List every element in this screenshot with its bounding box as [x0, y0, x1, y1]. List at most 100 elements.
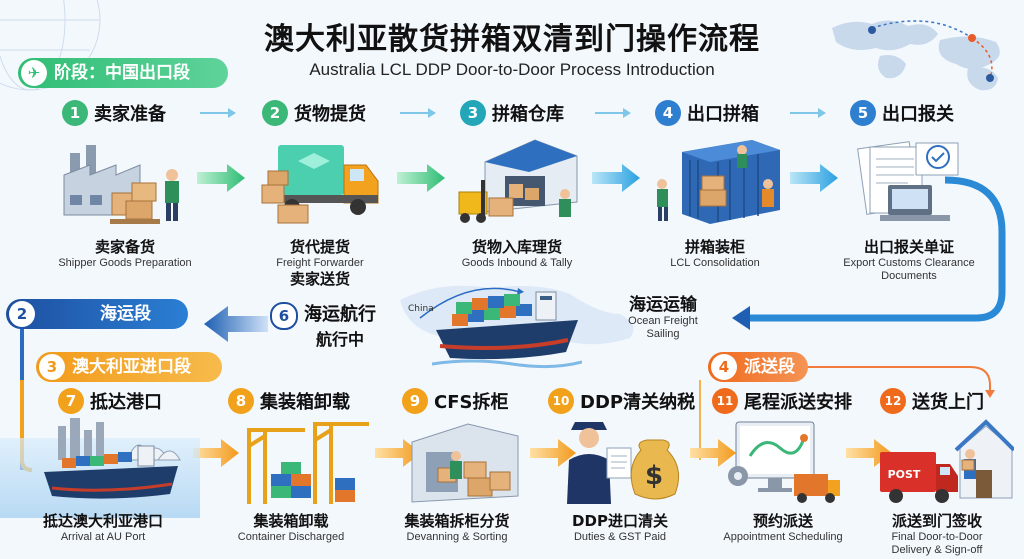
step-9-caption-cn: 集装箱拆柜分货	[404, 512, 510, 530]
customs-documents-icon	[857, 141, 959, 221]
map-label-china: China	[408, 304, 434, 314]
step-1-caption: 卖家备货 Shipper Goods Preparation	[40, 238, 210, 270]
phase-delivery-number: 4	[711, 354, 737, 380]
step-5-caption-en2: Documents	[881, 270, 937, 282]
step-9-header: 9 CFS拆柜	[402, 386, 508, 416]
step-6-label-2: 航行中	[316, 330, 365, 349]
step-5-caption-cn: 出口报关单证	[863, 238, 954, 256]
step-3-number: 3	[460, 100, 486, 126]
airplane-icon: ✈	[21, 60, 47, 86]
phase-delivery-pill: 4 派送段	[708, 352, 808, 382]
phase-import-number: 3	[39, 354, 65, 380]
phase-import-label: 澳大利亚进口段	[72, 357, 191, 377]
step-2-label: 货物提货	[294, 104, 366, 125]
step-4-label: 出口拼箱	[687, 104, 759, 125]
step-11-caption-en: Appointment Scheduling	[723, 531, 843, 543]
step-10-caption: DDP进口清关 Duties & GST Paid	[535, 512, 705, 544]
step-12-caption-en2: Delivery & Sign-off	[891, 544, 983, 556]
step-8-caption-cn: 集装箱卸载	[253, 512, 329, 530]
phase-ocean-pill: 2 海运段	[6, 299, 188, 329]
delivery-truck-icon: POST	[880, 419, 1014, 503]
step-1-label: 卖家准备	[94, 104, 166, 125]
step-3-caption-en: Goods Inbound & Tally	[461, 257, 573, 269]
step-10-number: 10	[548, 388, 574, 414]
container-crane-icon	[247, 422, 369, 504]
step-6-label: 海运航行	[304, 304, 376, 325]
step-7-caption-cn: 抵达澳大利亚港口	[42, 512, 163, 530]
step-9-caption: 集装箱拆柜分货 Devanning & Sorting	[372, 512, 542, 544]
step-10-caption-en: Duties & GST Paid	[573, 531, 667, 543]
step-7-number: 7	[58, 388, 84, 414]
step-1-number: 1	[62, 100, 88, 126]
step-10-caption-cn: DDP进口清关	[572, 512, 668, 530]
step-8-caption-en: Container Discharged	[237, 531, 345, 543]
step-1-caption-en: Shipper Goods Preparation	[58, 257, 192, 269]
truck-post-text: POST	[888, 468, 921, 481]
step-11-number: 11	[712, 388, 738, 414]
step-1-header: 1 卖家准备	[62, 98, 166, 128]
step-4-caption-en: LCL Consolidation	[670, 257, 760, 269]
step-4-number: 4	[655, 100, 681, 126]
step-1-caption-cn: 卖家备货	[94, 238, 155, 256]
phase-ocean-label: 海运段	[100, 304, 151, 324]
step-7-caption: 抵达澳大利亚港口 Arrival at AU Port	[18, 512, 188, 544]
step-2-header: 2 货物提货	[262, 98, 366, 128]
step-12-caption-en: Final Door-to-Door	[891, 531, 983, 543]
step-5-label: 出口报关	[882, 104, 954, 125]
ocean-transport-en2: Sailing	[646, 328, 680, 340]
ocean-transport-en: Ocean Freight	[628, 315, 698, 327]
step-6-header: 6 海运航行 航行中	[270, 300, 376, 349]
step-3-header: 3 拼箱仓库	[460, 98, 564, 128]
step-10-label: DDP清关纳税	[580, 392, 696, 413]
devanning-icon	[411, 423, 519, 503]
step-9-number: 9	[402, 388, 428, 414]
factory-icon	[63, 145, 179, 224]
step-7-caption-en: Arrival at AU Port	[60, 531, 146, 543]
warehouse-icon	[458, 139, 578, 223]
page-subtitle: Australia LCL DDP Door-to-Door Process I…	[309, 60, 715, 79]
container-loading-icon	[657, 140, 780, 224]
svg-text:$: $	[645, 461, 663, 491]
step-3-caption-cn: 货物入库理货	[471, 238, 562, 256]
step-12-caption-cn: 派送到门签收	[891, 512, 982, 530]
step-11-label: 尾程派送安排	[744, 392, 852, 413]
step-11-caption: 预约派送 Appointment Scheduling	[698, 512, 868, 544]
step-2-caption-cn2: 卖家送货	[289, 270, 350, 288]
step-8-header: 8 集装箱卸载	[228, 386, 350, 416]
step-12-header: 12 送货上门	[880, 386, 984, 416]
step-12-number: 12	[880, 388, 906, 414]
step-5-number: 5	[850, 100, 876, 126]
phase-ocean-number: 2	[9, 301, 35, 327]
step-8-label: 集装箱卸载	[260, 392, 350, 413]
step-4-caption-cn: 拼箱装柜	[684, 238, 745, 256]
step-5-caption-en: Export Customs Clearance	[843, 257, 975, 269]
step-9-caption-en: Devanning & Sorting	[406, 531, 508, 543]
step-2-caption-cn: 货代提货	[289, 238, 350, 256]
step-8-caption: 集装箱卸载 Container Discharged	[206, 512, 376, 544]
port-arrival-icon	[44, 418, 181, 499]
scheduling-screen-icon	[728, 421, 840, 503]
cargo-ship-icon	[432, 291, 582, 369]
step-11-header: 11 尾程派送安排	[712, 386, 852, 416]
phase-import-pill: 3 澳大利亚进口段	[36, 352, 222, 382]
phase-export-pill: ✈ 阶段：中国出口段	[18, 58, 228, 88]
step-4-header: 4 出口拼箱	[655, 98, 759, 128]
step-3-label: 拼箱仓库	[492, 104, 564, 125]
step-11-caption-cn: 预约派送	[752, 512, 813, 530]
step-6-number: 6	[270, 302, 298, 330]
step-9-label: CFS拆柜	[434, 392, 509, 413]
phase-delivery-label: 派送段	[744, 357, 795, 377]
step-4-caption: 拼箱装柜 LCL Consolidation	[630, 238, 800, 270]
step-5-caption: 出口报关单证 Export Customs Clearance Document…	[824, 238, 994, 283]
step-2-caption: 货代提货 Freight Forwarder 卖家送货	[235, 238, 405, 289]
phase-export-label: 阶段：中国出口段	[54, 63, 190, 83]
step-7-label: 抵达港口	[90, 392, 162, 413]
step-2-caption-en: Freight Forwarder	[276, 257, 364, 269]
step-12-caption: 派送到门签收 Final Door-to-Door Delivery & Sig…	[852, 512, 1022, 557]
step-8-number: 8	[228, 388, 254, 414]
step-10-header: 10 DDP清关纳税	[548, 386, 695, 416]
truck-icon	[261, 145, 379, 224]
customs-officer-icon: $	[567, 422, 680, 504]
ocean-transport-caption: 海运运输 Ocean Freight Sailing	[578, 296, 748, 341]
step-7-header: 7 抵达港口	[58, 386, 162, 416]
